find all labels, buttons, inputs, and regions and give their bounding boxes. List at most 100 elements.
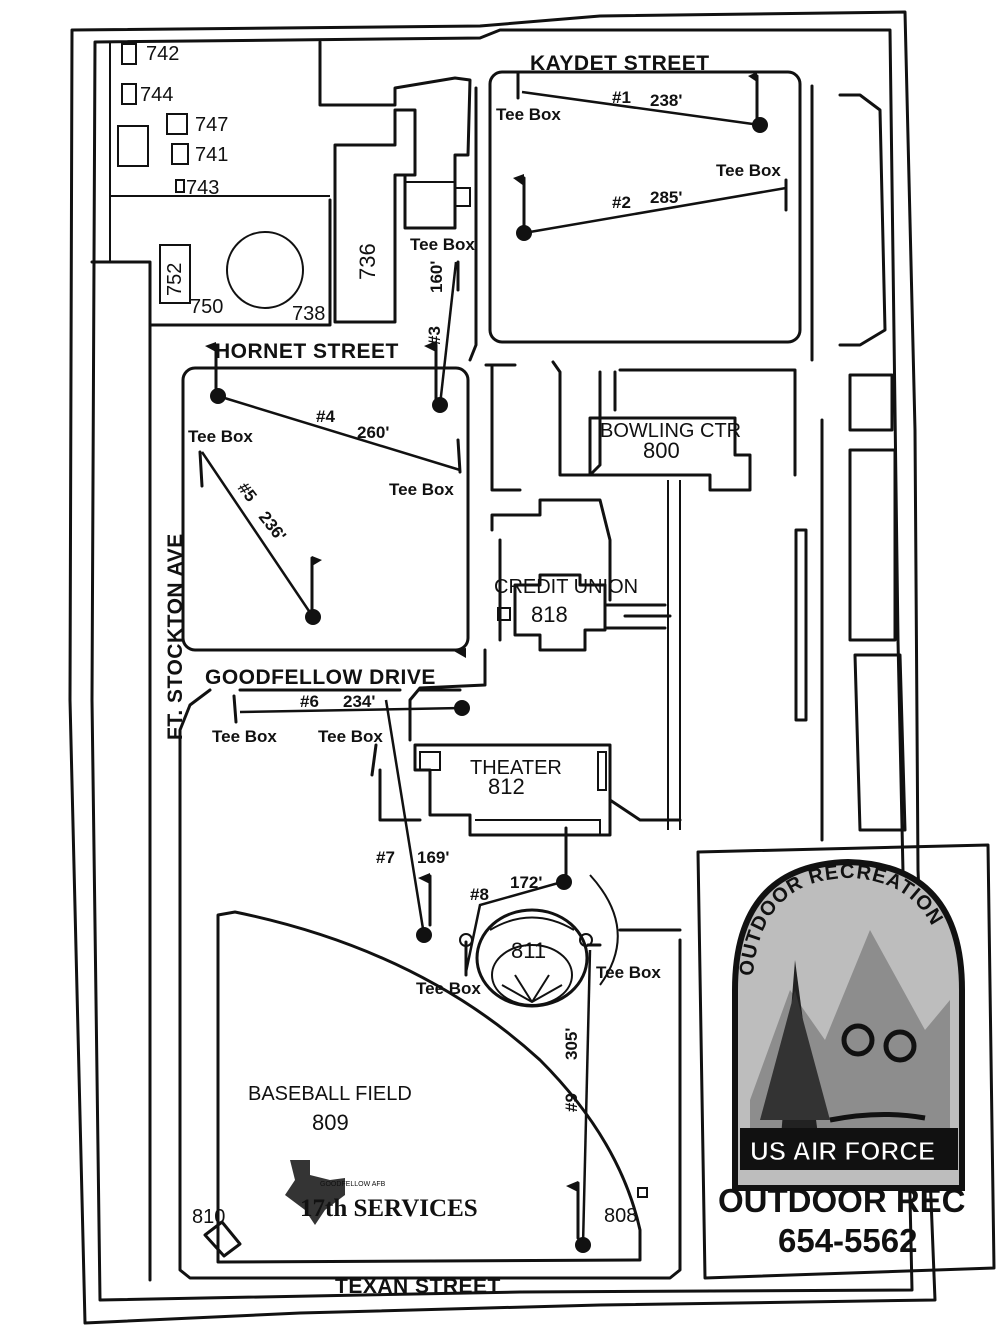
hole-2-distance: 285' xyxy=(650,188,682,207)
hole-1-tee-label: Tee Box xyxy=(496,105,561,124)
hole-5-tee-label: Tee Box xyxy=(188,427,253,446)
cup-icon xyxy=(210,388,226,404)
cup-icon xyxy=(305,609,321,625)
cup-icon xyxy=(556,874,572,890)
flag-icon xyxy=(566,1181,578,1192)
building-818-label: 818 xyxy=(531,602,568,627)
road-east-block1 xyxy=(468,86,478,362)
block-holes-1-2 xyxy=(488,70,802,344)
building-810-label: 810 xyxy=(192,1206,225,1228)
flag-icon xyxy=(748,72,757,82)
outdoor-rec-name: OUTDOOR REC xyxy=(718,1182,966,1219)
building-north-annex xyxy=(318,40,472,230)
building-752 xyxy=(159,244,191,304)
block-southwest xyxy=(178,688,682,1280)
road-central-loop xyxy=(490,498,612,642)
building-812-label: 812 xyxy=(488,774,525,799)
building-738-label: 738 xyxy=(292,303,325,325)
services-logo: 17th SERVICES GOODFELLOW AFB xyxy=(285,1160,478,1225)
hole-9-label: #9 xyxy=(562,1093,581,1112)
hole-7-distance: 169' xyxy=(417,848,449,867)
cup-icon xyxy=(432,397,448,413)
building-750-label: 750 xyxy=(190,296,223,318)
services-logo-tagline: GOODFELLOW AFB xyxy=(320,1181,386,1188)
building-810 xyxy=(203,1220,242,1258)
hole-9-tee-label: Tee Box xyxy=(596,963,661,982)
bowling-block xyxy=(551,360,797,477)
theater-label: THEATER xyxy=(470,757,562,779)
tee-marker xyxy=(370,743,378,777)
hole-8-label: #8 xyxy=(470,885,489,904)
hole-6-distance: 234' xyxy=(343,692,375,711)
outdoor-rec-phone: 654-5562 xyxy=(778,1222,917,1259)
outdoor-rec-badge: US AIR FORCE OUTDOOR RECREATION OUTDOOR … xyxy=(696,843,996,1280)
tee-marker xyxy=(232,694,238,724)
credit-union-label: CREDIT UNION xyxy=(494,576,638,598)
block-holes-4-5 xyxy=(181,366,470,652)
hole-5 xyxy=(198,450,322,625)
road-far-east xyxy=(838,93,887,347)
building-742-label: 742 xyxy=(146,43,179,65)
road-east-main xyxy=(810,84,824,842)
building-747-label: 747 xyxy=(195,114,228,136)
goodfellow-drive-label: GOODFELLOW DRIVE xyxy=(205,666,436,689)
bowling-center-label: BOWLING CTR xyxy=(600,420,741,442)
path-811 xyxy=(589,874,619,986)
hole-4-distance: 260' xyxy=(357,423,389,442)
building-800-label: 800 xyxy=(643,438,680,463)
flag-icon xyxy=(424,341,436,352)
hole-8 xyxy=(464,826,572,977)
hole-7-label: #7 xyxy=(376,848,395,867)
hole-4-tee-label: Tee Box xyxy=(389,480,454,499)
hole-3 xyxy=(424,260,460,413)
parking-east xyxy=(848,448,897,642)
us-air-force-banner: US AIR FORCE xyxy=(750,1136,935,1166)
building-808-marker xyxy=(637,1187,648,1198)
flag-icon xyxy=(513,174,524,186)
cup-icon xyxy=(416,927,432,943)
flag-icon xyxy=(418,873,430,884)
hole-5-label: #5 xyxy=(234,479,261,506)
hole-7-tee-label: Tee Box xyxy=(318,727,383,746)
services-logo-text: 17th SERVICES xyxy=(300,1195,478,1222)
walkway-818 xyxy=(603,603,672,630)
road-central-east xyxy=(408,648,487,742)
road-east-spur xyxy=(848,373,894,432)
building-736-label: 736 xyxy=(355,243,380,280)
baseball-field xyxy=(216,910,642,1264)
hole-7 xyxy=(370,699,432,943)
building-741-label: 741 xyxy=(195,144,228,166)
hole-2 xyxy=(513,174,788,241)
hole-9-distance: 305' xyxy=(562,1028,581,1060)
hole-3-label: #3 xyxy=(425,326,444,345)
hole-2-label: #2 xyxy=(612,193,631,212)
kaydet-street-label: KAYDET STREET xyxy=(530,52,710,75)
flag-icon xyxy=(452,648,466,658)
hornet-street-label: HORNET STREET xyxy=(215,340,399,363)
hole-8-distance: 172' xyxy=(510,873,542,892)
canoe-icon xyxy=(829,1111,926,1123)
hole-4-label: #4 xyxy=(316,407,335,426)
flag-icon xyxy=(205,342,216,352)
hole-1 xyxy=(516,70,768,133)
hole-6 xyxy=(232,648,470,724)
building-808-label: 808 xyxy=(604,1205,637,1227)
building-744-label: 744 xyxy=(140,84,173,106)
baseball-field-label: BASEBALL FIELD xyxy=(248,1083,412,1105)
hole-6-tee-label: Tee Box xyxy=(212,727,277,746)
flag-icon xyxy=(312,556,322,566)
building-809-label: 809 xyxy=(312,1110,349,1135)
hole-3-distance: 160' xyxy=(427,261,446,293)
median-east xyxy=(794,528,808,722)
texan-street-label: TEXAN STREET xyxy=(335,1275,501,1298)
ft-stockton-ave-label: FT. STOCKTON AVE xyxy=(164,533,187,740)
building-752-label: 752 xyxy=(164,263,186,296)
hole-3-tee-label: Tee Box xyxy=(410,235,475,254)
hole-9 xyxy=(566,943,602,1253)
building-743-label: 743 xyxy=(186,177,219,199)
parking-southeast xyxy=(853,653,907,832)
hole-8-tee-label: Tee Box xyxy=(416,979,481,998)
building-818 xyxy=(513,573,607,652)
hole-2-tee-label: Tee Box xyxy=(716,161,781,180)
